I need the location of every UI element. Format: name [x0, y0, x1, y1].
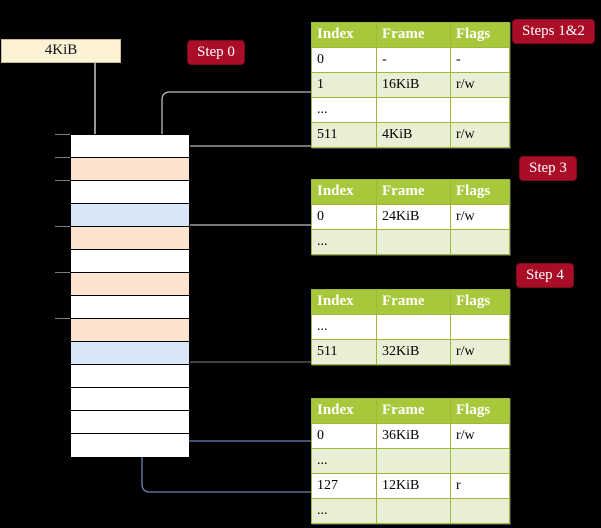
- table-cell: 0: [311, 47, 377, 73]
- column-header-flags: Flags: [450, 22, 510, 48]
- table-cell: [376, 229, 451, 255]
- physical-memory-column: [70, 134, 190, 457]
- table-cell: 4KiB: [376, 122, 451, 148]
- table-cell: ...: [311, 229, 377, 255]
- memory-frame-row: [71, 204, 189, 227]
- memory-frame-row: [71, 296, 189, 319]
- table-row: ...: [311, 97, 510, 123]
- table-cell: 0: [311, 423, 377, 449]
- table-cell: ...: [311, 498, 377, 524]
- table-cell: 1: [311, 72, 377, 98]
- memory-row-tick: [55, 318, 70, 319]
- table-cell: [450, 498, 510, 524]
- table-cell: [376, 498, 451, 524]
- table-cell: 24KiB: [376, 204, 451, 230]
- table-cell: r/w: [450, 122, 510, 148]
- table-cell: 127: [311, 473, 377, 499]
- table-cell: 511: [311, 122, 377, 148]
- table-cell: [450, 97, 510, 123]
- table-cell: ...: [311, 97, 377, 123]
- table-cell: [376, 314, 451, 340]
- column-header-index: Index: [311, 22, 377, 48]
- source-frame-label: 4KiB: [44, 42, 78, 58]
- memory-frame-row: [71, 319, 189, 342]
- table-cell: 12KiB: [376, 473, 451, 499]
- table-cell: r: [450, 473, 510, 499]
- table-cell: 36KiB: [376, 423, 451, 449]
- memory-frame-row: [71, 434, 189, 457]
- memory-row-tick: [55, 180, 70, 181]
- column-header-flags: Flags: [450, 398, 510, 424]
- column-header-index: Index: [311, 179, 377, 205]
- table-cell: [376, 448, 451, 474]
- column-header-frame: Frame: [376, 179, 451, 205]
- column-header-flags: Flags: [450, 289, 510, 315]
- table-cell: r/w: [450, 339, 510, 365]
- memory-row-tick: [55, 157, 70, 158]
- memory-frame-row: [71, 250, 189, 273]
- table-cell: r/w: [450, 72, 510, 98]
- table-cell: [450, 229, 510, 255]
- badge-step-0: Step 0: [188, 41, 244, 64]
- table-row: ...: [311, 314, 510, 340]
- table-cell: 32KiB: [376, 339, 451, 365]
- table-cell: -: [376, 47, 451, 73]
- column-header-frame: Frame: [376, 398, 451, 424]
- column-header-index: Index: [311, 289, 377, 315]
- badge-step-4-label: Step 4: [526, 267, 564, 283]
- badge-steps-1-2: Steps 1&2: [513, 20, 594, 43]
- table-cell: ...: [311, 314, 377, 340]
- table-cell: [450, 448, 510, 474]
- badge-step-3: Step 3: [520, 157, 576, 180]
- table-cell: ...: [311, 448, 377, 474]
- badge-step-0-label: Step 0: [197, 44, 235, 60]
- memory-row-tick: [55, 272, 70, 273]
- column-header-index: Index: [311, 398, 377, 424]
- memory-frame-row: [71, 135, 189, 158]
- memory-frame-row: [71, 158, 189, 181]
- memory-row-tick: [55, 134, 70, 135]
- table-row: ...: [311, 498, 510, 524]
- table-cell: [376, 97, 451, 123]
- table-cell: r/w: [450, 204, 510, 230]
- memory-frame-row: [71, 227, 189, 250]
- source-frame-box: 4KiB: [1, 39, 121, 63]
- table-row: 0--: [311, 47, 510, 73]
- memory-frame-row: [71, 342, 189, 365]
- memory-frame-row: [71, 181, 189, 204]
- badge-step-4: Step 4: [517, 264, 573, 287]
- memory-frame-row: [71, 388, 189, 411]
- badge-step-3-label: Step 3: [529, 160, 567, 176]
- memory-frame-row: [71, 273, 189, 296]
- table-cell: 0: [311, 204, 377, 230]
- column-header-flags: Flags: [450, 179, 510, 205]
- memory-frame-row: [71, 365, 189, 388]
- memory-frame-row: [71, 411, 189, 434]
- table-cell: [450, 314, 510, 340]
- table-cell: -: [450, 47, 510, 73]
- column-header-frame: Frame: [376, 22, 451, 48]
- table-cell: 16KiB: [376, 72, 451, 98]
- table-cell: r/w: [450, 423, 510, 449]
- column-header-frame: Frame: [376, 289, 451, 315]
- badge-steps-1-2-label: Steps 1&2: [522, 23, 585, 39]
- memory-row-tick: [55, 226, 70, 227]
- table-row: ...: [311, 448, 510, 474]
- table-cell: 511: [311, 339, 377, 365]
- table-row: ...: [311, 229, 510, 255]
